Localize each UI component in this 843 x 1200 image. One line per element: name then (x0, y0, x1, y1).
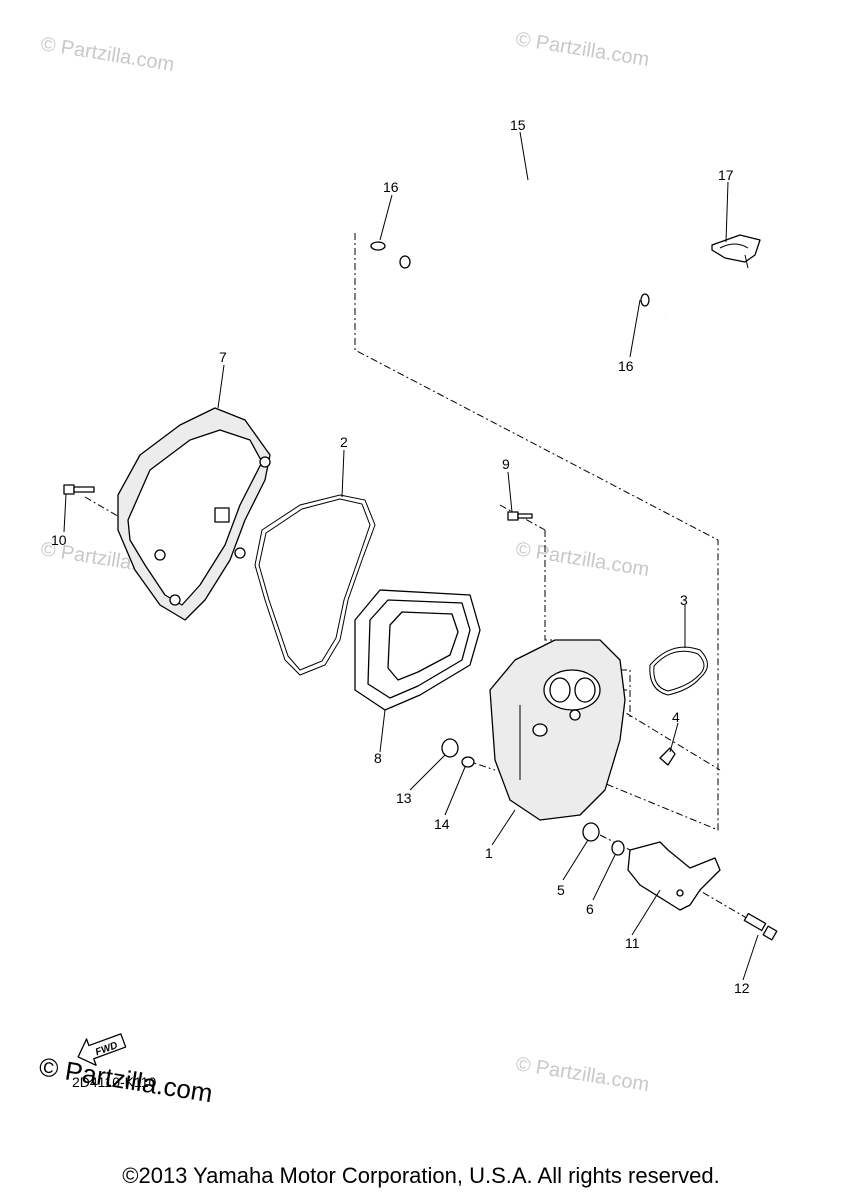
callout-14: 14 (434, 816, 450, 832)
callouts: 1 2 3 4 5 6 7 8 9 10 11 12 13 14 15 16 1… (51, 117, 750, 996)
callout-17: 17 (718, 167, 734, 183)
air-filter-case (489, 639, 626, 821)
hose-clamp (711, 234, 761, 269)
watermark: © Partzilla.com (514, 1053, 651, 1096)
collar-14 (461, 756, 475, 768)
breather-hose (399, 168, 695, 318)
callout-16-top: 16 (383, 179, 399, 195)
copyright-notice: ©2013 Yamaha Motor Corporation, U.S.A. A… (122, 1163, 719, 1188)
grommet-13 (441, 738, 459, 758)
callout-9: 9 (502, 456, 510, 472)
bolt-9 (507, 511, 533, 521)
callout-7: 7 (219, 349, 227, 365)
collar-6 (611, 840, 625, 856)
watermark: © Partzilla.com (514, 28, 651, 71)
air-filter-element (354, 589, 481, 711)
callout-15: 15 (510, 117, 526, 133)
callout-12: 12 (734, 980, 750, 996)
callout-2: 2 (340, 434, 348, 450)
callout-6: 6 (586, 901, 594, 917)
callout-1: 1 (485, 845, 493, 861)
bracket (627, 841, 721, 911)
clip (659, 747, 676, 766)
bolt-12 (743, 912, 778, 941)
hose-clip-right (640, 293, 650, 307)
bolt-10 (63, 484, 95, 495)
grommet-5 (582, 822, 600, 842)
watermark: © Partzilla.com (39, 33, 176, 76)
callout-8: 8 (374, 750, 382, 766)
callout-10: 10 (51, 532, 67, 548)
callout-4: 4 (672, 709, 680, 725)
callout-3: 3 (680, 592, 688, 608)
callout-11: 11 (625, 935, 640, 951)
hose-clip-top (370, 241, 411, 269)
callout-13: 13 (396, 790, 412, 806)
callout-5: 5 (557, 882, 565, 898)
air-filter-cover (117, 407, 271, 621)
leader-lines (63, 131, 759, 981)
diagram-code: 2D4110-K110 (72, 1074, 157, 1090)
gasket (254, 494, 376, 676)
watermark: © Partzilla.com (514, 538, 651, 581)
bottom-watermark: © Partzilla.com (37, 1051, 215, 1108)
fwd-arrow-icon: FWD (77, 1033, 127, 1066)
o-ring (649, 646, 708, 696)
callout-16-bottom: 16 (618, 358, 634, 374)
